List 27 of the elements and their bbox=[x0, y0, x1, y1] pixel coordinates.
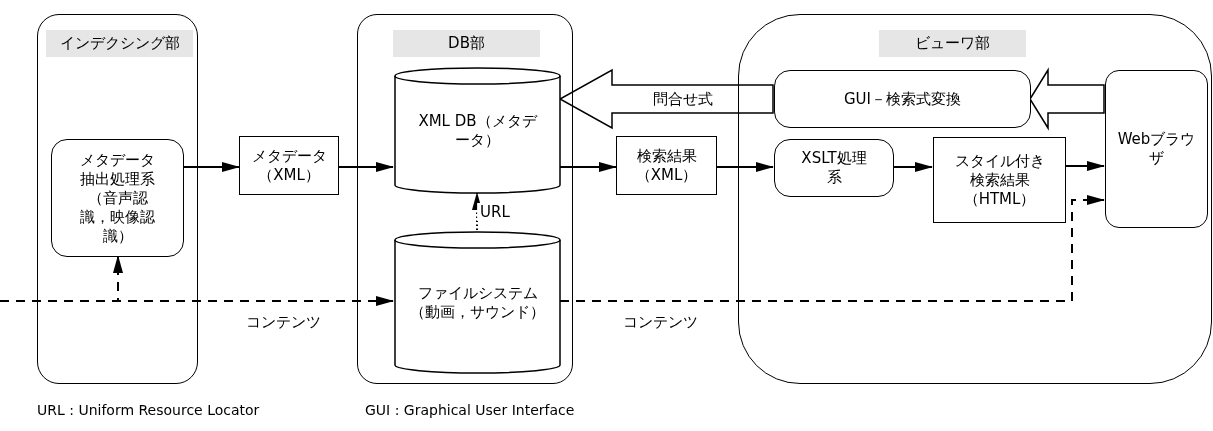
process-box: XSLT処理系 bbox=[774, 139, 894, 197]
arrow bbox=[182, 162, 240, 172]
process-box: メタデータ抽出処理系（音声認識，映像認識） bbox=[51, 139, 184, 257]
process-box: メタデータ（XML） bbox=[239, 136, 339, 195]
process-box: 検索結果（XML） bbox=[616, 136, 717, 195]
panel-heading: DB部 bbox=[393, 30, 540, 57]
process-box: スタイル付き検索結果（HTML） bbox=[933, 137, 1066, 223]
panel bbox=[357, 14, 573, 384]
panel bbox=[738, 14, 1212, 384]
panel bbox=[37, 14, 198, 384]
database-cylinder: ファイルシステム（動画，サウンド） bbox=[394, 231, 561, 374]
arrow bbox=[716, 162, 774, 172]
database-cylinder: XML DB（メタデータ） bbox=[394, 67, 561, 194]
process-box: GUI－検索式変換 bbox=[774, 70, 1031, 128]
panel-heading: ビューワ部 bbox=[879, 30, 1026, 57]
arrow bbox=[338, 162, 394, 172]
hollow-arrow bbox=[1029, 67, 1105, 131]
process-box: Webブラウザ bbox=[1105, 70, 1208, 228]
arrow bbox=[472, 192, 482, 231]
panel-heading: インデクシング部 bbox=[46, 30, 193, 57]
arrow bbox=[1064, 161, 1105, 171]
arrow bbox=[892, 162, 933, 172]
footnote: URL : Uniform Resource Locator bbox=[37, 402, 260, 418]
footnote: GUI : Graphical User Interface bbox=[365, 402, 575, 418]
arrow bbox=[0, 255, 123, 302]
edge-label: 問合せ式 bbox=[650, 89, 716, 109]
edge-label: URL bbox=[477, 203, 513, 221]
